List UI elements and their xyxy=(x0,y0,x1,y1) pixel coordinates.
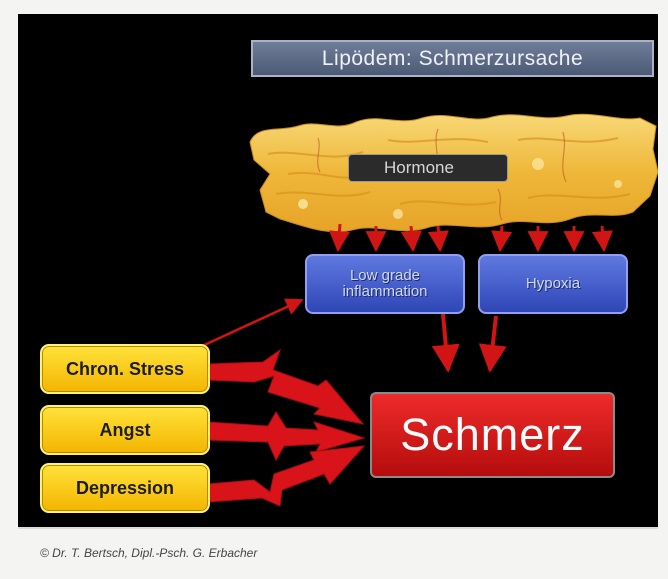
inflammation-box: Low grade inflammation xyxy=(305,254,465,314)
inflammation-to-schmerz-arrow xyxy=(431,313,460,373)
schmerz-text: Schmerz xyxy=(400,409,585,460)
tissue-arrow-5 xyxy=(491,225,513,253)
lightning-arrow-depression xyxy=(207,445,366,507)
factor-box-angst: Angst xyxy=(40,405,210,455)
factor-text-angst: Angst xyxy=(99,419,151,440)
hypoxia-box: Hypoxia xyxy=(478,254,628,314)
tissue-arrow-4 xyxy=(427,225,449,253)
hypoxia-text: Hypoxia xyxy=(525,275,581,292)
to-schmerz-arrows xyxy=(431,313,507,373)
title-box: Lipödem: Schmerzursache xyxy=(251,40,654,77)
copyright-text: © Dr. T. Bertsch, Dipl.-Psch. G. Erbache… xyxy=(40,546,258,560)
tissue-arrow-1 xyxy=(328,223,350,253)
slide: Lipödem: Schmerzursache Hormone Low grad… xyxy=(18,14,658,527)
tissue-arrow-8 xyxy=(591,225,613,253)
hypoxia-to-schmerz-arrow xyxy=(478,315,507,373)
lightning-arrow-angst xyxy=(207,411,366,462)
factor-box-depression: Depression xyxy=(40,463,210,513)
slide-bottom-edge xyxy=(18,527,658,529)
hormone-text: Hormone xyxy=(384,158,454,177)
stress-to-inflammation-arrow xyxy=(199,298,304,349)
schmerz-box: Schmerz xyxy=(370,392,615,478)
inflammation-text: Low grade inflammation xyxy=(342,267,428,300)
tissue-arrow-3 xyxy=(400,225,422,253)
factor-text-depression: Depression xyxy=(75,477,175,498)
lightning-arrow-stress xyxy=(207,348,365,425)
lightning-arrows xyxy=(207,348,366,507)
title-text: Lipödem: Schmerzursache xyxy=(321,46,584,70)
factor-text-stress: Chron. Stress xyxy=(65,358,185,379)
factor-box-stress: Chron. Stress xyxy=(40,344,210,394)
tissue-arrows xyxy=(328,223,613,253)
hormone-label-box: Hormone xyxy=(348,154,508,182)
